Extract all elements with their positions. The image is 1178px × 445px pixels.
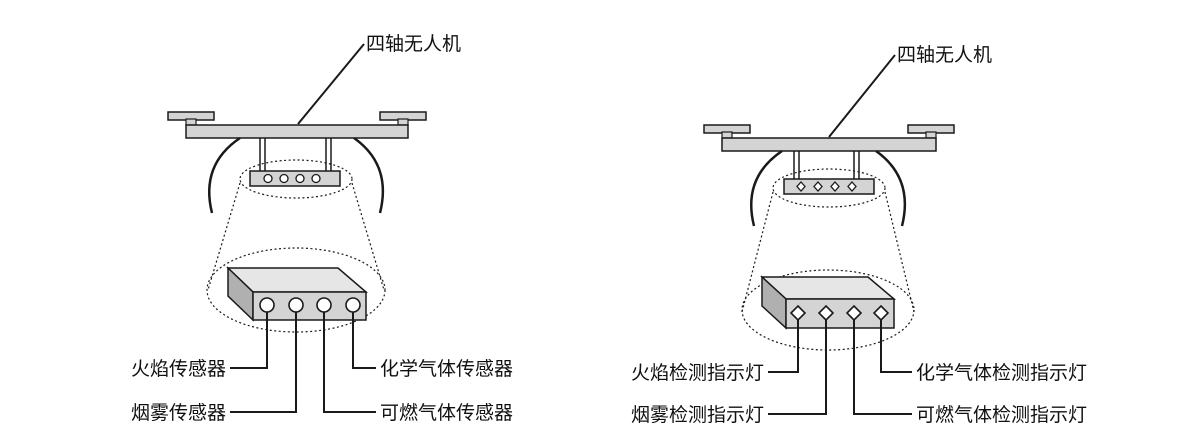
- left-sensor-circle-chemical: [345, 297, 361, 313]
- left-label-combustible: 可燃气体传感器: [380, 402, 513, 424]
- left-drone-frame: [185, 124, 409, 139]
- right-zoom-ellipse-large: [741, 269, 915, 351]
- left-sensor-box: [226, 266, 369, 322]
- right-prop-hub-right: [925, 131, 937, 139]
- left-leader-chemical: [352, 312, 376, 369]
- left-landing-gear-right: [353, 136, 385, 214]
- left-prop-hub-right: [397, 118, 409, 126]
- left-small-sensor-circle: [279, 173, 289, 184]
- right-small-indicator-diamond: [796, 181, 806, 192]
- left-cone-line-left: [207, 182, 241, 291]
- right-leader-chemical: [880, 320, 912, 373]
- right-diagram: 四轴无人机 火焰检测指示灯 烟雾检测指示灯 化学气体检测指示灯 可燃气体检测指示…: [631, 44, 1087, 426]
- left-drone: [167, 111, 427, 214]
- left-cone-line-right: [351, 182, 385, 291]
- right-small-indicator-diamond: [847, 181, 857, 192]
- left-drone-label: 四轴无人机: [366, 33, 461, 55]
- left-label-flame: 火焰传感器: [131, 358, 226, 380]
- right-indicator-box: [760, 275, 897, 330]
- left-sensor-circle-flame: [259, 297, 275, 313]
- left-sensor-circle-combustible: [316, 297, 332, 313]
- right-drone-label: 四轴无人机: [897, 44, 992, 66]
- left-leader-smoke: [230, 312, 297, 413]
- left-small-sensor-circle: [263, 173, 273, 184]
- right-small-indicator-diamond: [830, 181, 840, 192]
- left-drone-leader-line: [297, 43, 365, 125]
- right-small-indicator-diamond: [813, 181, 823, 192]
- left-label-smoke: 烟雾传感器: [131, 402, 226, 424]
- left-zoom-ellipse-large: [206, 247, 386, 333]
- left-label-chemical: 化学气体传感器: [380, 358, 513, 380]
- left-sensor-circle-smoke: [288, 297, 304, 313]
- right-leader-flame: [768, 320, 799, 373]
- right-zoom-ellipse-small: [772, 168, 886, 208]
- left-leader-flame: [230, 312, 268, 369]
- right-landing-gear-right: [875, 149, 907, 227]
- right-label-combustible: 可燃气体检测指示灯: [916, 404, 1087, 426]
- left-landing-gear-left: [208, 136, 241, 214]
- right-drone-frame: [721, 137, 937, 152]
- left-small-sensor-circle: [311, 173, 321, 184]
- left-diagram: 四轴无人机 火焰传感器 烟雾传感器 化学气体传感器 可燃气体传感器: [131, 33, 513, 424]
- right-leader-combustible: [853, 320, 912, 415]
- left-prop-hub-left: [185, 118, 197, 126]
- left-leader-combustible: [323, 312, 376, 413]
- right-cone-line-right: [884, 191, 915, 313]
- right-label-smoke: 烟雾检测指示灯: [631, 404, 764, 426]
- left-small-sensor-circle: [295, 173, 305, 184]
- right-drone-leader-line: [828, 54, 896, 138]
- right-landing-gear-left: [750, 149, 783, 227]
- right-drone: [703, 124, 955, 227]
- right-label-flame: 火焰检测指示灯: [631, 362, 764, 384]
- left-zoom-ellipse-small: [239, 159, 353, 199]
- right-prop-hub-left: [721, 131, 733, 139]
- right-label-chemical: 化学气体检测指示灯: [916, 362, 1087, 384]
- right-leader-smoke: [768, 320, 827, 415]
